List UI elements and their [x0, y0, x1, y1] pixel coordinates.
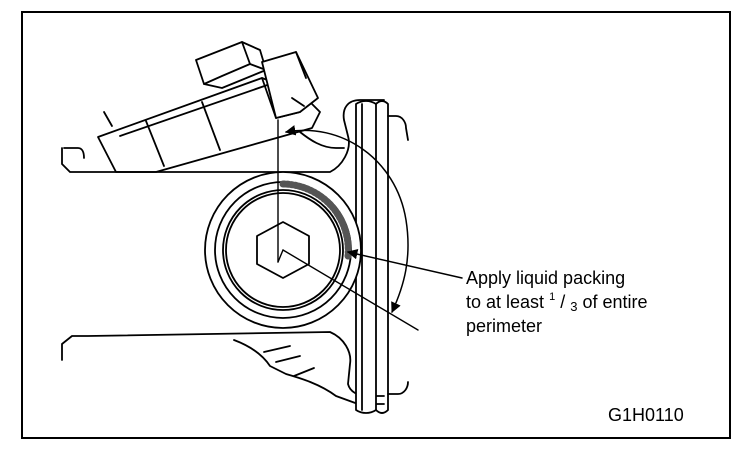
callout-line-1: Apply liquid packing	[466, 268, 625, 288]
fraction-slash: /	[560, 292, 565, 312]
figure-id: G1H0110	[608, 405, 684, 425]
callout-line-2: to at least 1 / 3 of entire	[466, 284, 648, 315]
fraction-denominator: 3	[570, 299, 577, 314]
fraction-numerator: 1	[549, 291, 555, 303]
callout-line-2-suffix: of entire	[582, 292, 647, 312]
callout-line-3: perimeter	[466, 316, 542, 336]
angled-bracket	[97, 41, 321, 173]
callout-leader	[346, 248, 463, 279]
engine-casing-drawing	[61, 41, 463, 414]
right-casing	[387, 115, 409, 395]
curved-double-arrow-icon	[284, 125, 409, 313]
callout-text: Apply liquid packing to at least 1 / 3 o…	[466, 268, 648, 336]
callout-line-2-prefix: to at least	[466, 292, 549, 312]
